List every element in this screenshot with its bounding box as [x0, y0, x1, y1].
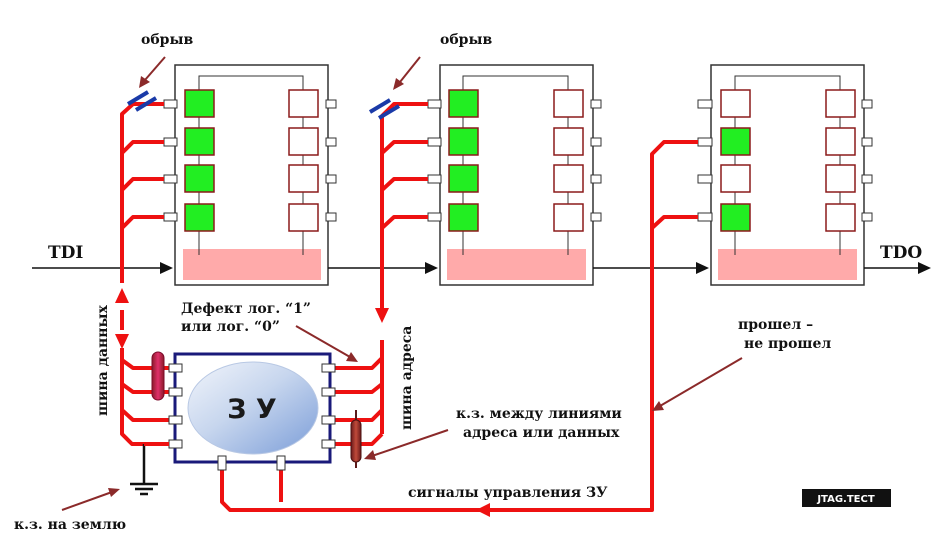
- tap-register-3: [718, 249, 857, 280]
- cell-2-out-1: [553, 89, 584, 118]
- short-marker-data-bus: [151, 351, 165, 401]
- cell-3-out-4: [825, 203, 856, 232]
- data-bus-arrow-up: [115, 288, 129, 303]
- label-defect-1: Дефект лог. “1”: [181, 301, 311, 317]
- cell-1-in-2: [184, 127, 215, 156]
- cell-3-in-4: [720, 203, 751, 232]
- bscan-chip-2: [427, 64, 602, 286]
- label-data-bus: шина данных: [95, 304, 111, 416]
- scan-chain: [32, 262, 931, 274]
- label-address-bus: шина адреса: [399, 326, 415, 430]
- ground-icon: [130, 444, 158, 496]
- break-mark-right: [368, 98, 401, 120]
- brand-badge: JTAG.TECT: [802, 489, 891, 507]
- cell-1-out-1: [288, 89, 319, 118]
- cell-1-out-4: [288, 203, 319, 232]
- label-passed-2: не прошел: [744, 336, 831, 352]
- cell-2-out-2: [553, 127, 584, 156]
- tap-register-1: [183, 249, 321, 280]
- cell-2-in-2: [448, 127, 479, 156]
- cell-1-in-3: [184, 164, 215, 193]
- memory-chip: [168, 352, 336, 471]
- cell-1-in-4: [184, 203, 215, 232]
- control-arrow: [476, 503, 490, 517]
- data-bus-arrow-down: [115, 334, 129, 349]
- cell-3-in-3: [720, 164, 751, 193]
- cell-2-out-4: [553, 203, 584, 232]
- label-passed-1: прошел –: [738, 317, 813, 333]
- cell-3-in-1: [720, 89, 751, 118]
- cell-3-out-1: [825, 89, 856, 118]
- annotation-arrows: [61, 56, 743, 511]
- tap-register-2: [447, 249, 586, 280]
- label-defect-2: или лог. “0”: [181, 319, 280, 335]
- brand-text: JTAG.TECT: [816, 494, 875, 505]
- label-tdo: TDO: [880, 243, 922, 263]
- cell-1-in-1: [184, 89, 215, 118]
- address-bus-arrow-down: [375, 308, 389, 323]
- label-break-right: обрыв: [440, 32, 492, 48]
- cell-2-out-3: [553, 164, 584, 193]
- label-memory: З У: [227, 394, 277, 425]
- cell-2-in-3: [448, 164, 479, 193]
- cell-1-out-2: [288, 127, 319, 156]
- bscan-chip-1: [163, 64, 337, 286]
- cell-2-in-4: [448, 203, 479, 232]
- cell-3-out-3: [825, 164, 856, 193]
- label-short-ground: к.з. на землю: [14, 517, 126, 533]
- cell-2-in-1: [448, 89, 479, 118]
- cell-3-in-2: [720, 127, 751, 156]
- cell-3-out-2: [825, 127, 856, 156]
- break-mark-left: [126, 90, 158, 112]
- short-marker-address-bus: [350, 410, 362, 468]
- cell-1-out-3: [288, 164, 319, 193]
- bscan-chip-3: [697, 64, 873, 286]
- label-tdi: TDI: [48, 243, 83, 263]
- label-short-2: адреса или данных: [463, 425, 620, 441]
- label-control-signals: сигналы управления ЗУ: [408, 485, 608, 501]
- memory-ellipse: [187, 361, 319, 455]
- label-break-left: обрыв: [141, 32, 193, 48]
- label-short-1: к.з. между линиями: [456, 406, 622, 422]
